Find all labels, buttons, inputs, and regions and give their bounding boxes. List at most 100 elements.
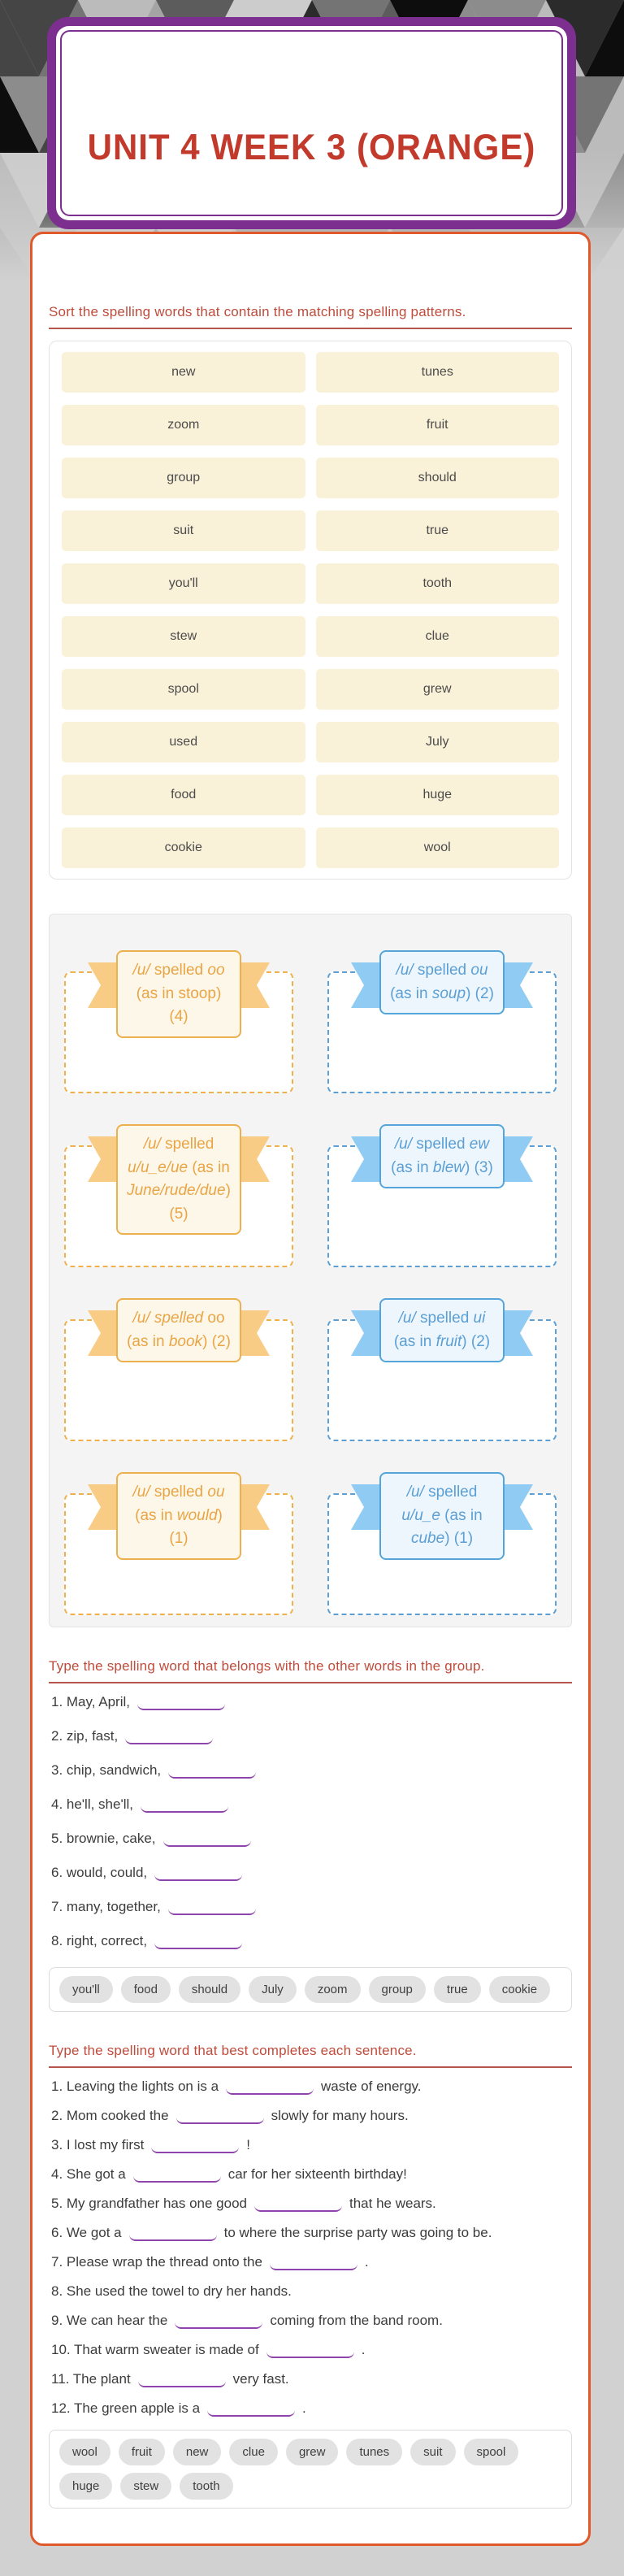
word-tile[interactable]: wool bbox=[315, 828, 559, 868]
zone-label-segment: fruit bbox=[436, 1332, 462, 1350]
question-text: 8. right, correct, bbox=[51, 1933, 148, 1948]
zone-label-segment: book bbox=[168, 1332, 203, 1350]
word-bank-chip[interactable]: group bbox=[368, 1976, 426, 2003]
answer-blank-input[interactable] bbox=[176, 2113, 264, 2124]
answer-blank-input[interactable] bbox=[167, 1905, 256, 1915]
zone-label-segment: spelled bbox=[415, 1310, 474, 1327]
zone-label-segment: ui bbox=[473, 1310, 486, 1327]
question-text: 5. brownie, cake, bbox=[51, 1831, 156, 1846]
sentence-question-row: 8. She used the towel to dry her hands. bbox=[51, 2283, 572, 2300]
word-tile[interactable]: true bbox=[315, 510, 559, 551]
answer-blank-input[interactable] bbox=[254, 2201, 342, 2212]
zone-label-segment: (as in bbox=[391, 1158, 433, 1176]
answer-blank-input[interactable] bbox=[175, 2318, 263, 2329]
word-tile[interactable]: July bbox=[315, 722, 559, 762]
zone-label-segment: ) (2) bbox=[462, 1332, 491, 1350]
question-text: 7. many, together, bbox=[51, 1899, 161, 1914]
answer-blank-input[interactable] bbox=[266, 2348, 354, 2358]
word-bank-chip[interactable]: grew bbox=[285, 2439, 339, 2465]
answer-blank-input[interactable] bbox=[162, 1836, 251, 1847]
zone-label-segment: spelled bbox=[413, 962, 471, 979]
word-bank-chip[interactable]: huge bbox=[59, 2473, 113, 2500]
word-bank-chip[interactable]: you'll bbox=[59, 1976, 113, 2003]
sentence-instruction: Type the spelling word that best complet… bbox=[49, 2043, 572, 2068]
answer-blank-input[interactable] bbox=[226, 2084, 314, 2095]
zone-ribbon-label: /u/ spelled ew (as in blew) (3) bbox=[379, 1124, 505, 1188]
zone-label-segment: ) (1) bbox=[169, 1506, 223, 1548]
group-question-row: 4. he'll, she'll, bbox=[51, 1796, 572, 1813]
spelling-pattern-zone: /u/ spelled ou (as in soup) (2) bbox=[327, 950, 557, 1093]
word-bank-chip[interactable]: suit bbox=[410, 2439, 456, 2465]
question-text-after: very fast. bbox=[232, 2371, 289, 2387]
word-tile[interactable]: suit bbox=[62, 510, 306, 551]
answer-blank-input[interactable] bbox=[141, 1802, 228, 1813]
zone-label-segment: /u/ spelled bbox=[132, 1310, 204, 1327]
word-tile[interactable]: spool bbox=[62, 669, 306, 710]
question-text-after: slowly for many hours. bbox=[271, 2108, 409, 2123]
word-tile[interactable]: grew bbox=[315, 669, 559, 710]
answer-blank-input[interactable] bbox=[168, 1768, 257, 1779]
answer-blank-input[interactable] bbox=[137, 2377, 226, 2387]
zone-label-segment: (as in bbox=[188, 1158, 230, 1176]
answer-blank-input[interactable] bbox=[128, 2231, 217, 2241]
answer-blank-input[interactable] bbox=[154, 1939, 243, 1949]
word-bank-chip[interactable]: tooth bbox=[180, 2473, 233, 2500]
question-text: 6. would, could, bbox=[51, 1865, 148, 1880]
answer-blank-input[interactable] bbox=[207, 2406, 296, 2417]
answer-blank-input[interactable] bbox=[125, 1734, 214, 1744]
word-tile[interactable]: group bbox=[62, 458, 306, 498]
word-tile[interactable]: you'll bbox=[62, 563, 306, 604]
group-question-row: 1. May, April, bbox=[51, 1694, 572, 1710]
word-bank-chip[interactable]: tunes bbox=[346, 2439, 403, 2465]
word-bank-chip[interactable]: spool bbox=[463, 2439, 519, 2465]
word-bank-chip[interactable]: should bbox=[178, 1976, 241, 2003]
word-tile[interactable]: zoom bbox=[62, 405, 306, 445]
answer-blank-input[interactable] bbox=[132, 2172, 221, 2183]
word-bank-chip[interactable]: zoom bbox=[304, 1976, 361, 2003]
zone-label-segment: /u/ bbox=[396, 962, 414, 979]
word-bank-chip[interactable]: wool bbox=[59, 2439, 110, 2465]
zone-ribbon-label: /u/ spelled u/u_e (as in cube) (1) bbox=[379, 1472, 505, 1560]
word-tile[interactable]: stew bbox=[62, 616, 306, 657]
question-text: 5. My grandfather has one good bbox=[51, 2196, 247, 2211]
answer-blank-input[interactable] bbox=[151, 2143, 240, 2153]
zone-ribbon: /u/ spelled ou (as in would) (1) bbox=[116, 1472, 241, 1560]
zone-label-segment: blew bbox=[432, 1158, 465, 1176]
sentence-question-row: 2. Mom cooked the slowly for many hours. bbox=[51, 2108, 572, 2124]
word-tile[interactable]: used bbox=[62, 722, 306, 762]
zone-ribbon-label: /u/ spelled oo (as in stoop) (4) bbox=[116, 950, 241, 1038]
word-tile[interactable]: new bbox=[62, 352, 306, 393]
word-bank-chip[interactable]: new bbox=[172, 2439, 222, 2465]
question-text-after: coming from the band room. bbox=[270, 2313, 443, 2328]
word-bank-chip[interactable]: true bbox=[433, 1976, 481, 2003]
zone-ribbon-label: /u/ spelled u/u_e/ue (as in June/rude/du… bbox=[116, 1124, 241, 1235]
question-text: 2. Mom cooked the bbox=[51, 2108, 169, 2123]
word-tile[interactable]: food bbox=[62, 775, 306, 815]
word-tile[interactable]: tunes bbox=[315, 352, 559, 393]
answer-blank-input[interactable] bbox=[154, 1870, 243, 1881]
question-text: 12. The green apple is a bbox=[51, 2400, 201, 2416]
question-text: 4. She got a bbox=[51, 2166, 126, 2182]
word-tile[interactable]: should bbox=[315, 458, 559, 498]
question-text-after: . bbox=[302, 2400, 306, 2416]
sentence-question-row: 10. That warm sweater is made of. bbox=[51, 2342, 572, 2358]
word-bank-chip[interactable]: fruit bbox=[118, 2439, 165, 2465]
zone-ribbon-label: /u/ spelled oo (as in book) (2) bbox=[116, 1298, 241, 1362]
word-bank-chip[interactable]: stew bbox=[120, 2473, 172, 2500]
word-tile[interactable]: fruit bbox=[315, 405, 559, 445]
answer-blank-input[interactable] bbox=[269, 2260, 358, 2270]
zone-label-segment: (as in bbox=[135, 1506, 177, 1524]
word-tile[interactable]: cookie bbox=[62, 828, 306, 868]
word-tile[interactable]: tooth bbox=[315, 563, 559, 604]
word-bank-chip[interactable]: clue bbox=[229, 2439, 278, 2465]
word-bank-chip[interactable]: food bbox=[120, 1976, 171, 2003]
word-bank-chip[interactable]: July bbox=[249, 1976, 297, 2003]
word-tile[interactable]: clue bbox=[315, 616, 559, 657]
answer-blank-input[interactable] bbox=[137, 1700, 225, 1710]
word-tile[interactable]: huge bbox=[315, 775, 559, 815]
word-bank-chip[interactable]: cookie bbox=[488, 1976, 551, 2003]
